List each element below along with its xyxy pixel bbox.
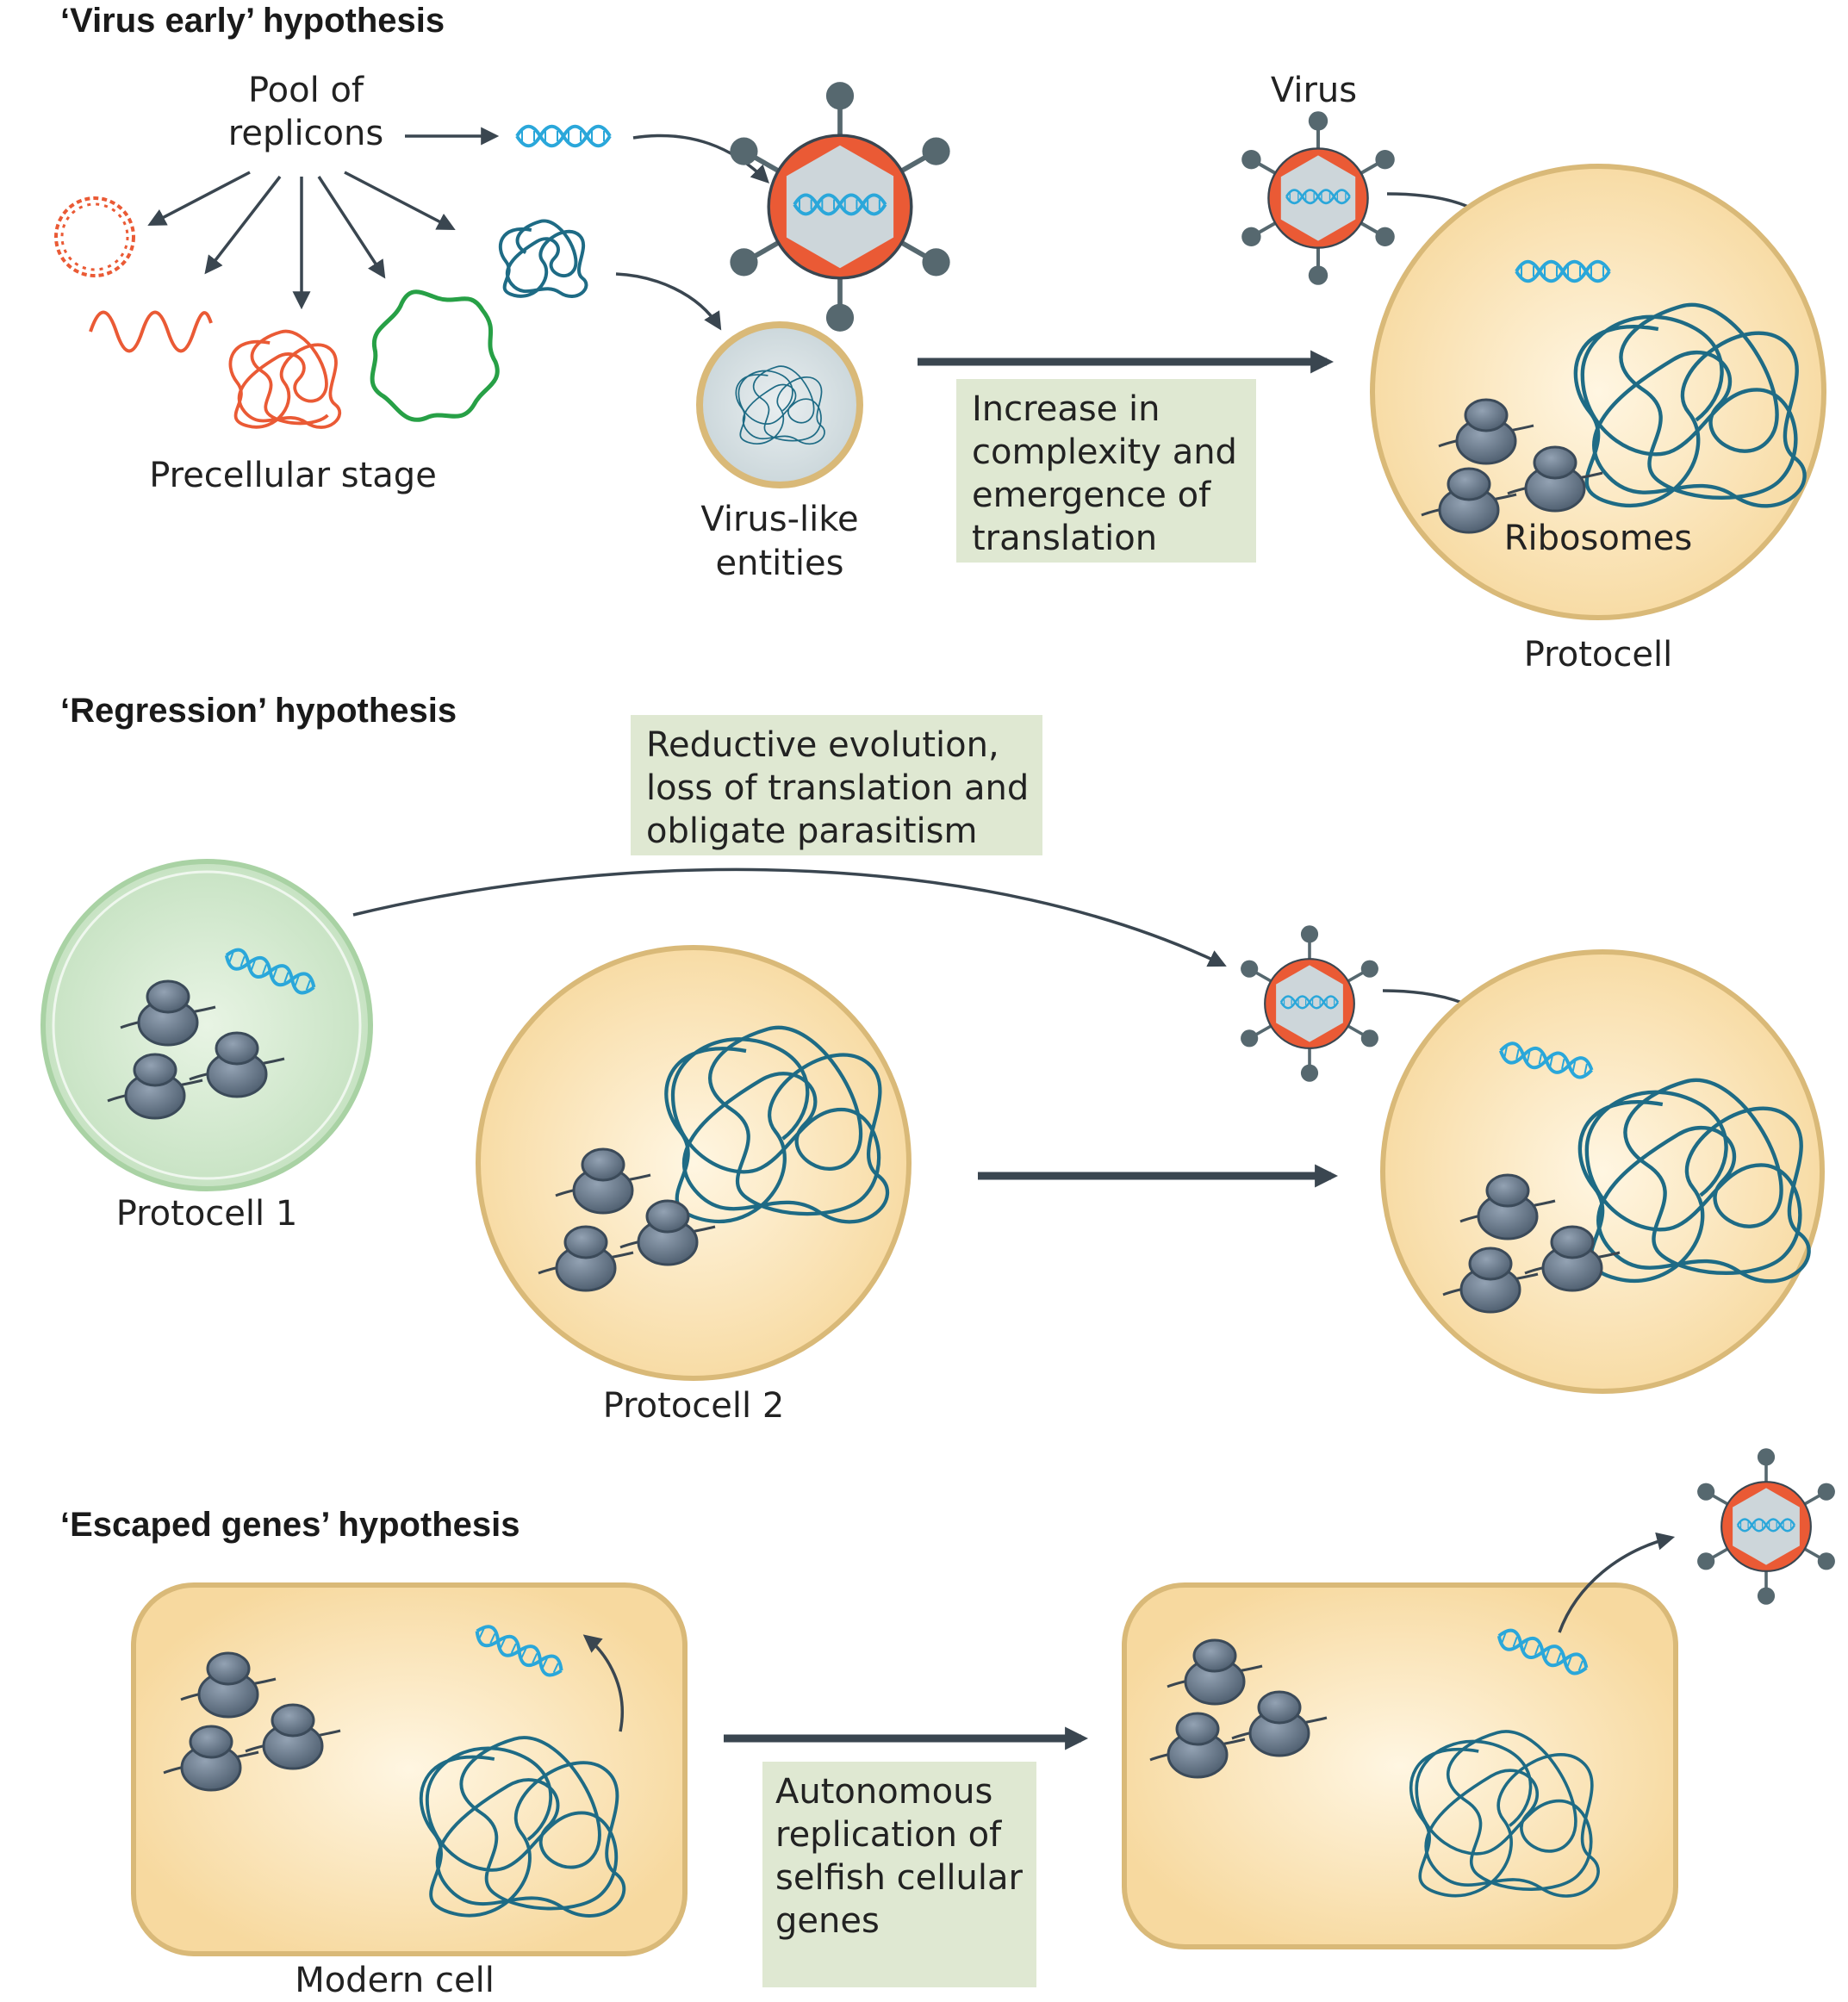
replicon-tangle-red bbox=[228, 329, 342, 429]
pool-label-line1: Pool of bbox=[248, 71, 364, 110]
panel-title-virus-early: ‘Virus early’ hypothesis bbox=[60, 2, 445, 40]
replicon-ring-green bbox=[370, 289, 500, 422]
pool-arrows bbox=[147, 127, 769, 331]
regression-box-line2: loss of translation and bbox=[646, 768, 1029, 808]
regression-box-line1: Reductive evolution, bbox=[646, 725, 999, 765]
virus-label: Virus bbox=[1271, 71, 1357, 110]
virus-like-entity bbox=[696, 321, 863, 488]
virus-early-box-line4: translation bbox=[972, 519, 1157, 558]
panel-virus-early: ‘Virus early’ hypothesis Pool of replico… bbox=[54, 2, 1826, 675]
virus-like-label-line1: Virus-like bbox=[700, 500, 858, 539]
virus-early-box bbox=[956, 379, 1256, 563]
protocell-virus-early bbox=[1370, 164, 1826, 620]
replicon-linear-red bbox=[89, 310, 213, 353]
protocell-1 bbox=[40, 859, 373, 1191]
virus-like-label-line2: entities bbox=[715, 544, 843, 583]
modern-cell-label: Modern cell bbox=[295, 1961, 495, 2000]
escaped-box-line3: selfish cellular bbox=[775, 1858, 1023, 1898]
panel-title-escaped-genes: ‘Escaped genes’ hypothesis bbox=[60, 1506, 520, 1544]
dna-helix-icon bbox=[515, 124, 612, 148]
protocell-2 bbox=[476, 945, 912, 1381]
virus-early-box-line3: emergence of bbox=[972, 476, 1211, 515]
protocell1-label: Protocell 1 bbox=[116, 1194, 298, 1234]
regression-virus bbox=[1241, 925, 1378, 1081]
pool-label-line2: replicons bbox=[228, 114, 383, 153]
regression-box bbox=[631, 715, 1042, 855]
panel-title-regression: ‘Regression’ hypothesis bbox=[60, 692, 457, 730]
regression-box-line3: obligate parasitism bbox=[646, 811, 977, 851]
escape-arrow bbox=[1558, 1532, 1676, 1633]
escaped-box-line1: Autonomous bbox=[775, 1772, 992, 1812]
replicon-tangle-dark bbox=[498, 219, 588, 298]
virus-early-box-line2: complexity and bbox=[972, 432, 1237, 472]
escaped-box bbox=[762, 1762, 1036, 1987]
virus-early-box-line1: Increase in bbox=[972, 389, 1160, 429]
panel-regression: ‘Regression’ hypothesis Reductive evolut… bbox=[40, 692, 1825, 1426]
replicon-circle-red bbox=[54, 196, 135, 277]
escaped-box-line4: genes bbox=[775, 1901, 880, 1941]
protocell2-label: Protocell 2 bbox=[603, 1386, 785, 1426]
escaped-box-line2: replication of bbox=[775, 1815, 1002, 1855]
modern-cell-right bbox=[1122, 1582, 1678, 1949]
protocell-label: Protocell bbox=[1524, 635, 1672, 675]
panel-escaped-genes: ‘Escaped genes’ hypothesis Modern cell A… bbox=[60, 1448, 1835, 2000]
virus-early-small-virus bbox=[1241, 111, 1395, 285]
regression-curve-arrow bbox=[352, 867, 1227, 967]
precellular-stage-label: Precellular stage bbox=[149, 456, 437, 495]
protocell-regression-result bbox=[1380, 949, 1825, 1394]
escaped-virus bbox=[1697, 1448, 1835, 1604]
virus-early-virus bbox=[730, 82, 949, 332]
modern-cell bbox=[131, 1582, 688, 1956]
ribosomes-label: Ribosomes bbox=[1504, 519, 1693, 558]
